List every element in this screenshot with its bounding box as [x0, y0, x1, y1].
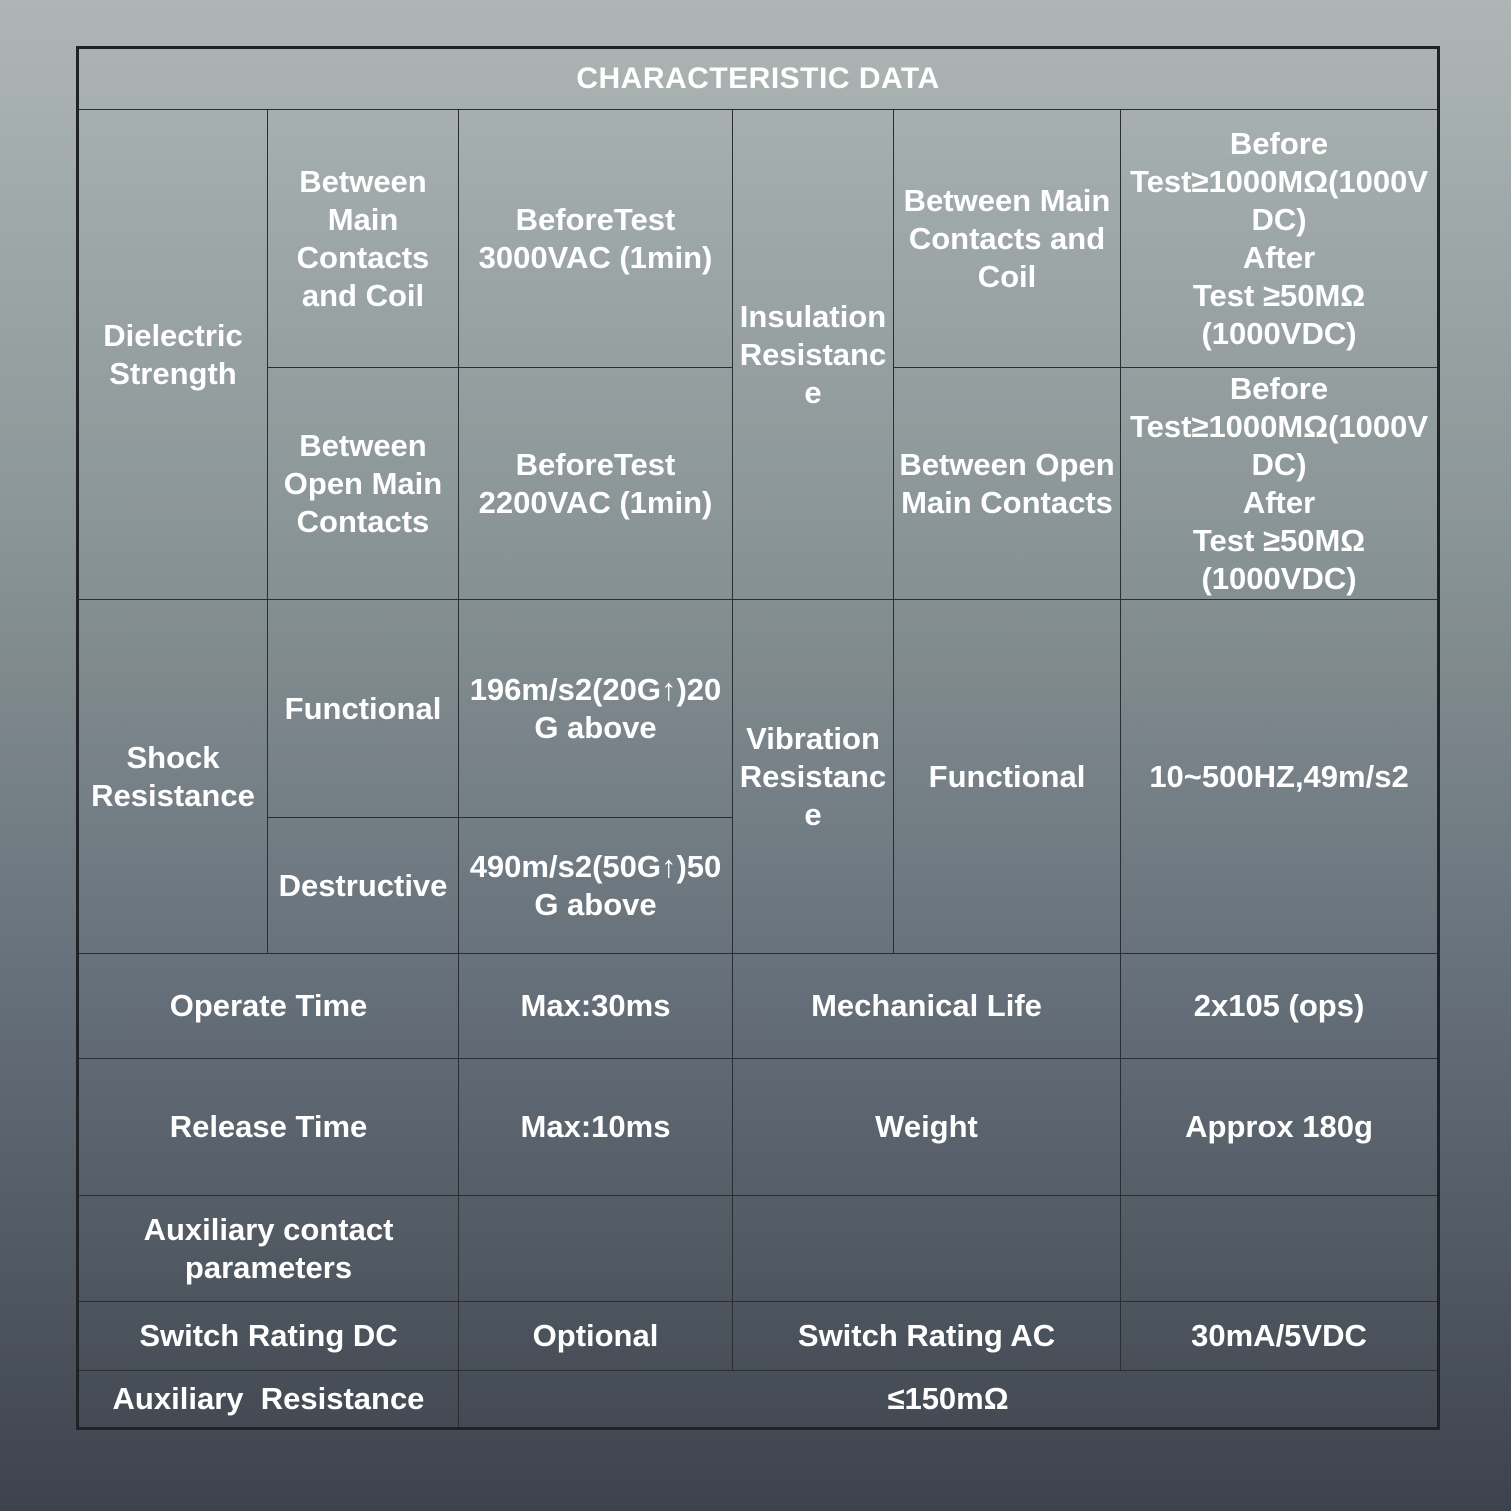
vibration-value: 10~500HZ,49m/s2 [1119, 599, 1440, 954]
table-row: Release Time Max:10ms Weight Approx 180g [77, 1058, 1440, 1196]
shock-functional-value: 196m/s2(20G↑)20 G above [458, 599, 733, 818]
dielectric-between-open-main: Between Open Main Contacts [267, 367, 459, 600]
insulation-value-line: Test ≥50MΩ [1192, 277, 1366, 313]
insulation-between-main-coil: Between Main Contacts and Coil [893, 109, 1121, 368]
switch-rating-ac-label: Switch Rating AC [732, 1301, 1121, 1371]
table-row: Shock Resistance Functional 196m/s2(20G↑… [77, 599, 1440, 954]
table-row: Auxiliary contact parameters [77, 1195, 1440, 1302]
release-time-label: Release Time [77, 1058, 459, 1196]
vibration-resistance-label: Vibration Resistance [732, 599, 894, 954]
shock-destructive-label: Destructive [267, 817, 459, 954]
shock-destructive-value: 490m/s2(50G↑)50 G above [458, 817, 733, 954]
insulation-value-line: DC) [1251, 201, 1307, 237]
insulation-value-line: After [1242, 239, 1316, 275]
insulation-value-line: Before [1229, 370, 1329, 406]
insulation-between-open-main: Between Open Main Contacts [893, 367, 1121, 600]
dielectric-strength-label: Dielectric Strength [77, 109, 268, 600]
dielectric-between-main-coil: Between Main Contacts and Coil [267, 109, 459, 368]
table-row: CHARACTERISTIC DATA [76, 47, 1440, 110]
auxiliary-contact-parameters-label: Auxiliary contact parameters [77, 1195, 459, 1302]
insulation-value-line: After [1242, 484, 1316, 520]
table-row: Destructive 490m/s2(50G↑)50 G above [78, 817, 1439, 954]
shock-resistance-label: Shock Resistance [77, 599, 268, 954]
release-time-value: Max:10ms [458, 1058, 733, 1196]
weight-value: Approx 180g [1119, 1058, 1440, 1196]
table-row: Auxiliary Resistance ≤150mΩ [77, 1370, 1440, 1429]
characteristic-data-table: CHARACTERISTIC DATA Dielectric Strength … [76, 46, 1441, 1430]
table-title: CHARACTERISTIC DATA [76, 47, 1440, 110]
empty-cell [1119, 1195, 1440, 1302]
table-row: Switch Rating DC Optional Switch Rating … [77, 1301, 1440, 1371]
insulation-value-line: (1000VDC) [1201, 560, 1357, 596]
table-row: Dielectric Strength Between Main Contact… [77, 109, 1440, 600]
insulation-value-line: Before [1229, 125, 1329, 161]
empty-cell [458, 1195, 733, 1302]
switch-rating-ac-value: 30mA/5VDC [1119, 1301, 1440, 1371]
dielectric-value-main-coil: BeforeTest 3000VAC (1min) [458, 109, 733, 368]
switch-rating-dc-label: Switch Rating DC [77, 1301, 459, 1371]
insulation-value-line: Test ≥50MΩ [1192, 522, 1366, 558]
insulation-value-line: (1000VDC) [1201, 315, 1357, 351]
mechanical-life-value: 2x105 (ops) [1119, 953, 1440, 1059]
insulation-value-main-coil: Before Test≥1000MΩ(1000V DC) After Test … [1119, 109, 1440, 368]
operate-time-label: Operate Time [77, 953, 459, 1059]
dielectric-value-open-main: BeforeTest 2200VAC (1min) [458, 367, 733, 600]
auxiliary-resistance-label: Auxiliary Resistance [77, 1370, 459, 1429]
mechanical-life-label: Mechanical Life [732, 953, 1121, 1059]
insulation-value-line: Test≥1000MΩ(1000V [1129, 408, 1429, 444]
insulation-value-line: Test≥1000MΩ(1000V [1129, 163, 1429, 199]
table-row: Between Open Main Contacts BeforeTest 22… [78, 367, 1440, 600]
weight-label: Weight [732, 1058, 1121, 1196]
insulation-value-line: DC) [1251, 446, 1307, 482]
insulation-value-open-main: Before Test≥1000MΩ(1000V DC) After Test … [1119, 367, 1440, 600]
insulation-resistance-label: Insulation Resistance [732, 109, 894, 600]
auxiliary-resistance-value: ≤150mΩ [457, 1370, 1440, 1429]
operate-time-value: Max:30ms [458, 953, 733, 1059]
switch-rating-dc-value: Optional [458, 1301, 733, 1371]
empty-cell [732, 1195, 1121, 1302]
table-row: Operate Time Max:30ms Mechanical Life 2x… [77, 953, 1440, 1059]
shock-functional-label: Functional [267, 599, 459, 818]
vibration-functional-label: Functional [893, 599, 1121, 954]
